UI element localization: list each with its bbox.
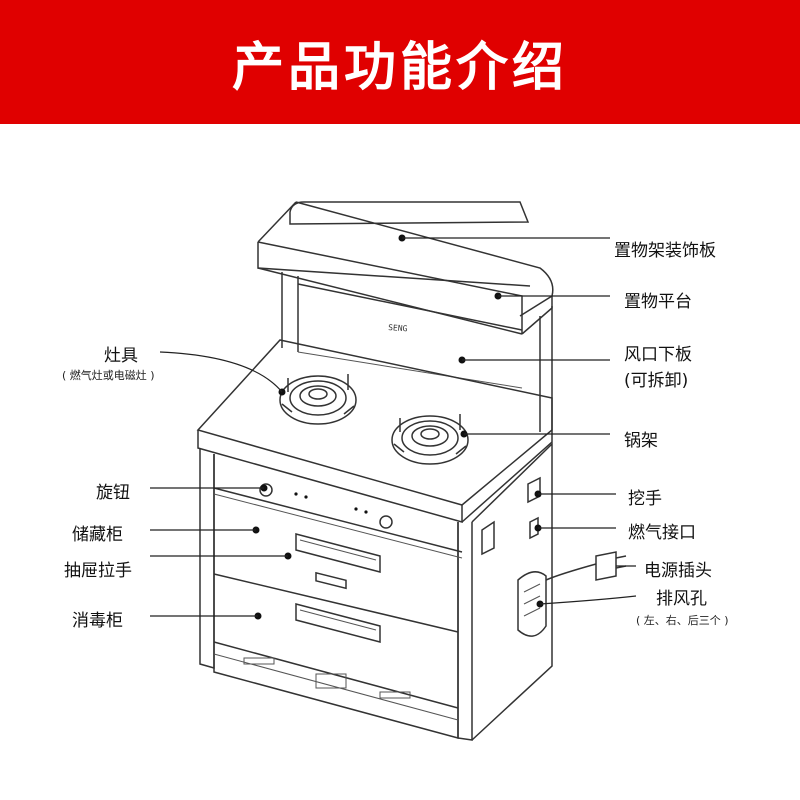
- label-knob: 旋钮: [96, 483, 130, 503]
- cabinet-body: [199, 442, 553, 741]
- control-panel: [259, 483, 393, 590]
- shelf-trim-board: [257, 201, 554, 335]
- label-sterilizer-cabinet: 消毒柜: [72, 611, 123, 631]
- bottom-indicators: [243, 657, 411, 699]
- countertop: [196, 339, 553, 523]
- label-vent-panel: 风口下板: [624, 345, 692, 365]
- sterilizer-drawer-handle: [295, 603, 381, 643]
- label-handle-recess: 挖手: [628, 489, 662, 509]
- label-power-plug: 电源插头: [644, 561, 712, 581]
- label-shelf-platform: 置物平台: [624, 292, 692, 312]
- label-pot-rack: 锅架: [624, 431, 658, 451]
- label-storage-cabinet: 储藏柜: [72, 525, 123, 545]
- burner-left: [279, 374, 357, 425]
- header-banner: 产品功能介绍: [0, 0, 800, 124]
- label-exhaust-hole-note: ( 左、右、后三个 ): [636, 614, 729, 627]
- page-title: 产品功能介绍: [231, 37, 568, 98]
- back-panel: SENG: [281, 272, 553, 432]
- leader-lines: [150, 234, 637, 620]
- label-cooktop-note: ( 燃气灶或电磁灶 ): [62, 369, 155, 382]
- label-cooktop: 灶具: [104, 346, 138, 366]
- brand-mark: SENG: [388, 323, 408, 333]
- label-exhaust-hole: 排风孔: [656, 589, 707, 609]
- burner-right: [391, 414, 469, 465]
- side-features: [481, 476, 627, 637]
- storage-drawer-handle: [295, 533, 381, 573]
- label-drawer-handle: 抽屉拉手: [64, 561, 132, 581]
- label-gas-inlet: 燃气接口: [628, 523, 696, 543]
- label-shelf-trim: 置物架装饰板: [614, 241, 716, 261]
- label-vent-panel-note: (可拆卸): [624, 371, 689, 391]
